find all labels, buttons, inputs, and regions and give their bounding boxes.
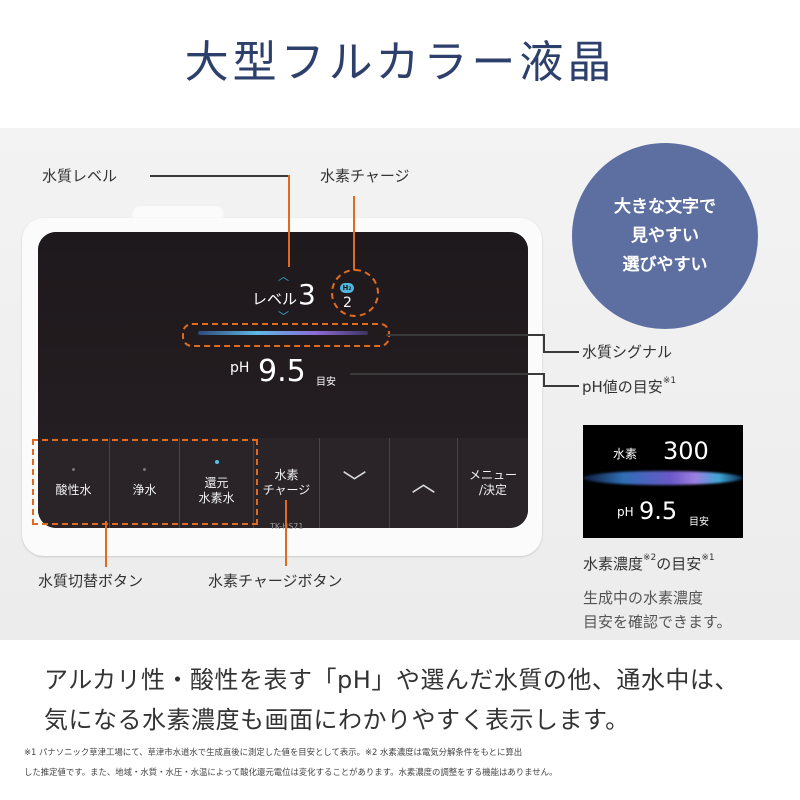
footnote-ref: ※2 <box>643 553 657 563</box>
leader-line <box>543 385 579 387</box>
body-text-line-2: 気になる水素濃度も画面にわかりやすく表示します。 <box>44 706 630 734</box>
callout-text: pH値の目安 <box>582 378 663 396</box>
button-label: チャージ <box>262 483 311 497</box>
leader-line <box>350 373 544 375</box>
ph-label: pH <box>230 360 250 376</box>
inset-description-2: 目安を確認できます。 <box>583 613 732 631</box>
leader-line <box>543 334 545 352</box>
signal-highlight-box <box>182 323 390 347</box>
button-label: 浄水 <box>132 483 157 497</box>
button-label: /決定 <box>478 483 508 497</box>
leader-line <box>386 334 544 336</box>
hydrogen-charge-button[interactable]: 水素 チャージ <box>254 438 320 528</box>
acidic-water-button[interactable]: 酸性水 <box>38 438 110 528</box>
leader-line <box>353 196 355 270</box>
up-button[interactable]: ︿ <box>390 438 458 528</box>
button-label: メニュー <box>468 468 517 482</box>
chevron-down-icon: ﹀ <box>342 468 367 497</box>
callout-water-signal: 水質シグナル <box>582 343 673 361</box>
indicator-dot-active <box>214 460 219 464</box>
reduced-hydrogen-water-button[interactable]: 還元 水素水 <box>180 438 254 528</box>
chevron-down-icon: ﹀ <box>278 310 289 323</box>
caption-text: 水素濃度 <box>583 555 644 573</box>
callout-hydrogen-charge: 水素チャージ <box>320 167 410 185</box>
footnote-line-1: ※1 パナソニック草津工場にて、草津市水道水で生成直後に測定した値を目安として表… <box>24 747 523 757</box>
inset-ph-unit: 目安 <box>689 517 709 528</box>
footnote-line-2: した推定値です。また、地域・水質・水圧・水温によって酸化還元電位は変化することが… <box>24 767 558 777</box>
leader-line <box>543 373 545 386</box>
button-strip <box>38 438 528 528</box>
hydrogen-display-inset: 水素 300 pH 9.5 目安 <box>583 425 743 538</box>
inset-description-1: 生成中の水素濃度 <box>583 589 704 607</box>
menu-enter-button[interactable]: メニュー /決定 <box>458 438 528 528</box>
bubble-text: 選びやすい <box>622 254 708 275</box>
feature-bubble: 大きな文字で 見やすい 選びやすい <box>572 143 758 329</box>
callout-ph-guide: pH値の目安※1 <box>582 376 676 397</box>
indicator-dot <box>72 468 75 471</box>
callout-switch-buttons: 水質切替ボタン <box>38 572 144 590</box>
inset-ph-value: 9.5 <box>639 497 678 525</box>
bubble-text: 大きな文字で <box>614 196 716 217</box>
leader-line <box>285 500 287 566</box>
button-label: 水素 <box>274 468 299 482</box>
page-title: 大型フルカラー液晶 <box>184 37 616 88</box>
water-signal-bar <box>198 331 368 335</box>
leader-line <box>150 175 290 177</box>
purified-water-button[interactable]: 浄水 <box>110 438 180 528</box>
indicator-dot <box>143 468 146 471</box>
leader-line <box>105 521 107 567</box>
ph-value: 9.5 <box>258 354 306 389</box>
inset-h-label: 水素 <box>613 447 638 461</box>
ph-unit: 目安 <box>316 377 336 388</box>
footnote-ref: ※1 <box>701 553 715 563</box>
button-label: 酸性水 <box>55 483 92 497</box>
lcd-screen: ︿ レベル 3 ﹀ H₂ 2 pH 9.5 目安 酸性水 浄水 還元 水素水 水… <box>38 232 528 528</box>
chevron-up-icon: ︿ <box>278 270 289 283</box>
bubble-text: 見やすい <box>631 225 699 246</box>
callout-charge-button: 水素チャージボタン <box>208 572 343 590</box>
chevron-up-icon: ︿ <box>411 468 436 497</box>
h2-highlight-circle <box>331 269 379 317</box>
body-text-line-1: アルカリ性・酸性を表す「pH」や選んだ水質の他、通水中は、 <box>44 666 739 694</box>
footnote-ref: ※1 <box>662 376 677 386</box>
callout-water-level: 水質レベル <box>42 167 118 185</box>
switch-buttons-highlight-box <box>32 439 258 525</box>
inset-ph-label: pH <box>617 505 634 519</box>
leader-line <box>288 175 290 267</box>
inset-h-value: 300 <box>663 437 709 465</box>
inset-caption: 水素濃度※2の目安※1 <box>583 553 715 574</box>
button-label: 還元 <box>204 476 229 490</box>
level-value: 3 <box>298 278 316 311</box>
button-label: 水素水 <box>198 491 235 505</box>
hydrogen-wave-graphic <box>583 471 743 485</box>
caption-text: の目安 <box>656 555 702 573</box>
leader-line <box>543 351 579 353</box>
level-label: レベル <box>252 290 298 308</box>
down-button[interactable]: ﹀ <box>320 438 390 528</box>
